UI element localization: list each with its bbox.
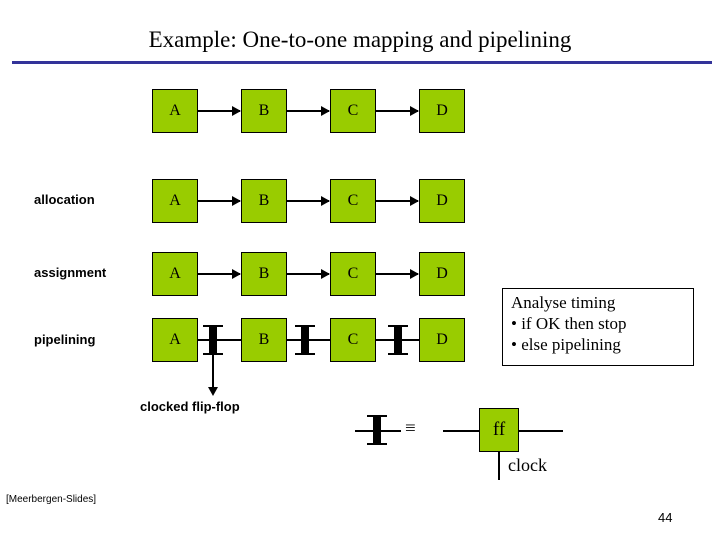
row3-block-b: B [241,318,287,362]
row0-block-b: B [241,89,287,133]
row3-block-d: D [419,318,465,362]
flipflop-bottom-stub [388,353,408,355]
legend-flipflop-symbol [367,415,387,445]
row1-block-c: C [330,179,376,223]
row0-block-a: A [152,89,198,133]
row0-block-c: C [330,89,376,133]
source-tag: [Meerbergen-Slides] [6,494,97,505]
row2-arrow-2 [287,269,330,279]
row1-block-b: B [241,179,287,223]
flipflop-bar [373,415,381,445]
legend-clock-line [498,452,500,480]
flipflop-top-stub [203,325,223,327]
row1-block-a: A [152,179,198,223]
flipflop-bottom-stub [203,353,223,355]
row0-arrow-2 [287,106,330,116]
flipflop-symbol-2 [295,325,315,355]
page-number: 44 [658,510,673,525]
row3-block-a: A [152,318,198,362]
flipflop-bottom-stub [367,443,387,445]
row2-arrow-1 [198,269,241,279]
row2-arrow-3 [376,269,419,279]
legend-ff-box: ff [479,408,519,452]
row0-arrow-3 [376,106,419,116]
flipflop-top-stub [367,415,387,417]
clocked-flipflop-caption: clocked flip-flop [140,399,240,414]
row-label-allocation: allocation [34,192,95,207]
row0-block-d: D [419,89,465,133]
flipflop-callout-arrow [208,355,218,396]
flipflop-bar [394,325,402,355]
row2-block-c: C [330,252,376,296]
flipflop-bar [209,325,217,355]
row3-block-c: C [330,318,376,362]
page-title: Example: One-to-one mapping and pipelini… [148,27,572,52]
flipflop-bar [301,325,309,355]
title-underline [12,61,712,64]
analyse-timing-callout: Analyse timing • if OK then stop • else … [502,288,694,366]
flipflop-top-stub [295,325,315,327]
flipflop-top-stub [388,325,408,327]
flipflop-symbol-3 [388,325,408,355]
row-label-pipelining: pipelining [34,332,96,347]
row1-arrow-2 [287,196,330,206]
row2-block-a: A [152,252,198,296]
row3-wire-1 [198,339,241,341]
callout-line-1: Analyse timing [511,293,616,312]
row2-block-d: D [419,252,465,296]
callout-line-2: • if OK then stop [511,314,627,333]
row1-arrow-1 [198,196,241,206]
flipflop-symbol-1 [203,325,223,355]
row0-arrow-1 [198,106,241,116]
row1-block-d: D [419,179,465,223]
equivalence-symbol: ≡ [405,418,416,439]
row1-arrow-3 [376,196,419,206]
flipflop-bottom-stub [295,353,315,355]
callout-line-3: • else pipelining [511,335,621,354]
legend-clock-label: clock [508,455,547,475]
row-label-assignment: assignment [34,265,107,280]
row2-block-b: B [241,252,287,296]
